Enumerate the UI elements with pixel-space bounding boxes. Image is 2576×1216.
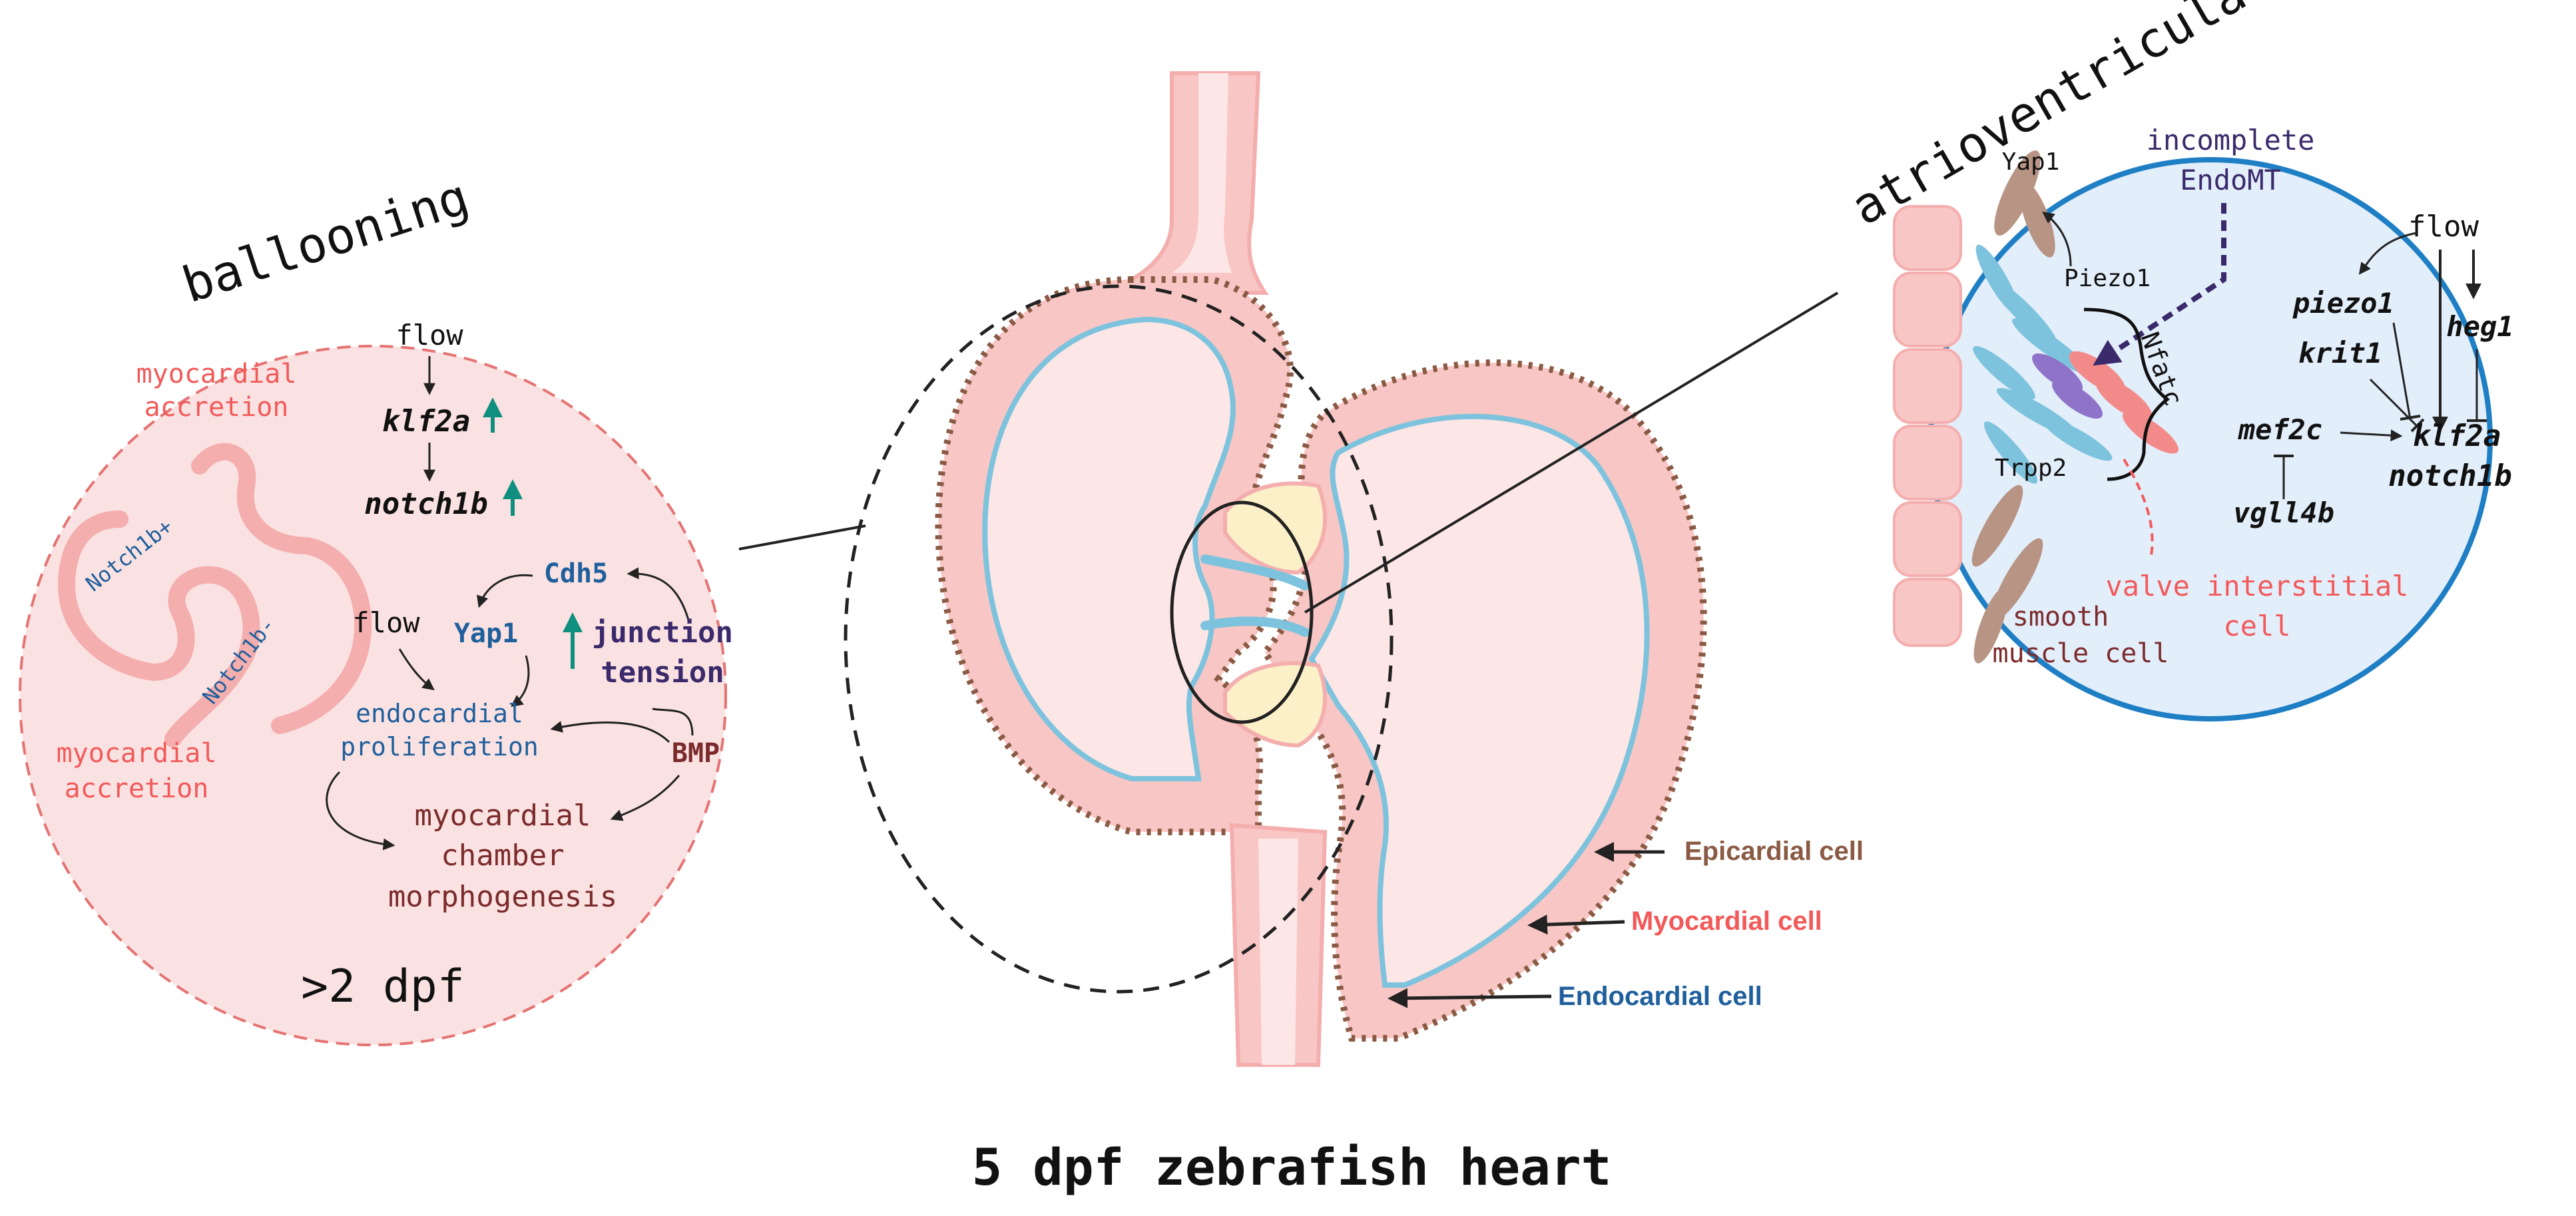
incomplete-label: incomplete [2147,124,2315,156]
valve-interstitial-line2: cell [2223,610,2290,642]
myocardial-accretion-bottom-line2: accretion [65,773,209,804]
outflow-tract-wall [1098,71,1269,295]
atrium-highlight-ellipse [844,284,1394,994]
flow-label-top: flow [395,319,463,351]
valve-highlight-ellipse [1170,501,1314,724]
av-valve-leaflet-upper [1200,554,1310,590]
heg1-label: heg1 [2446,310,2513,343]
klf2a-valve-label: klf2a [2413,419,2501,453]
ballooning-circle [19,345,727,1046]
flow-label-mid: flow [352,606,420,639]
proliferation-label: proliferation [340,732,538,761]
endocardial-cell-label: Endocardial cell [1558,982,1762,1011]
notch1b-label: notch1b [364,487,487,521]
valve-cell-cluster [1971,150,2179,664]
valve-flow-label: flow [2408,210,2479,244]
smooth-muscle-line1: smooth [2013,602,2109,632]
morphogenesis-line1: myocardial [415,799,591,833]
nfatc-brace [2083,307,2171,481]
endomt-label: EndoMT [2180,164,2281,196]
myocardial-column [1893,205,1962,647]
yap1-valve-label: Yap1 [2002,148,2060,176]
inflow-tract-lumen [1258,839,1298,1065]
zebrafish-heart-illustration [738,71,1839,1067]
av-valve-leaflet-lower [1200,616,1310,637]
piezo1-gene-label: piezo1 [2292,287,2394,319]
junction-label: junction [592,616,733,650]
valve-panel: atrioventricular valve [1842,0,2514,721]
mini-chamber-outline [57,510,260,747]
atrium-lumen [982,316,1236,781]
cell-type-legend: Epicardial cell Myocardial cell Endocard… [1388,837,1864,1011]
myocardial-accretion-top-line2: accretion [144,392,289,423]
tension-label: tension [601,656,724,690]
notch1b-valve-label: notch1b [2388,459,2511,493]
connector-line-valve [1304,292,1839,614]
bmp-label: BMP [672,738,720,769]
yap1-label: Yap1 [454,618,518,649]
valve-circle [1928,157,2493,721]
endocardial-label: endocardial [356,699,523,728]
mef2c-label: mef2c [2238,413,2322,446]
myocardial-accretion-bottom-line1: myocardial [57,738,217,769]
myocardial-accretion-top-line1: myocardial [136,359,297,389]
ballooning-title: ballooning [176,168,475,314]
page-title: 5 dpf zebrafish heart [972,1137,1612,1197]
smooth-muscle-line2: muscle cell [1993,638,2169,669]
stage-label: >2 dpf [301,960,465,1013]
vgll4b-label: vgll4b [2233,497,2334,529]
connector-line-ballooning [738,524,866,550]
trpp2-label: Trpp2 [1995,455,2067,482]
ballooning-panel: ballooning Notch1b+ Notch1b- myocardial … [19,168,733,1046]
epicardial-cell-label: Epicardial cell [1684,837,1864,866]
morphogenesis-line3: morphogenesis [388,880,617,914]
myocardial-cell-label: Myocardial cell [1631,907,1822,936]
cdh5-label: Cdh5 [544,558,608,589]
av-valve-lower-cushion [1223,661,1327,748]
piezo1-protein-label: Piezo1 [2064,265,2151,292]
klf2a-label: klf2a [382,405,470,439]
morphogenesis-line2: chamber [441,839,564,873]
outflow-tract-lumen [1172,73,1232,273]
krit1-label: krit1 [2298,337,2382,369]
valve-interstitial-line1: valve interstitial [2105,570,2408,602]
mini-chamber-outline-right [191,443,372,734]
